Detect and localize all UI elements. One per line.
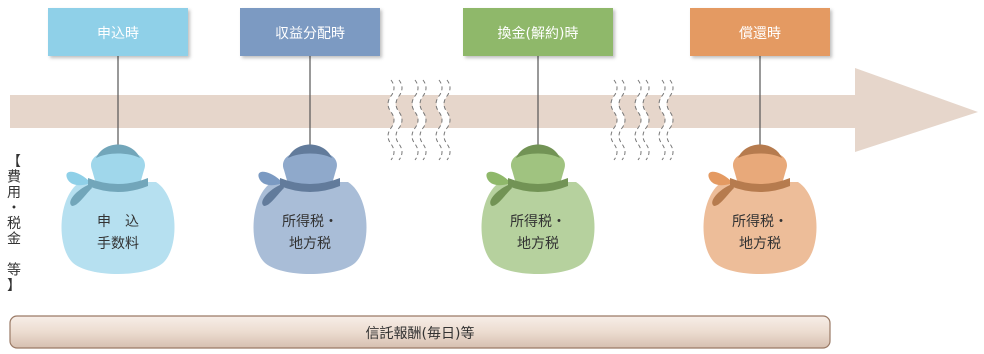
side-label-char: 】 xyxy=(7,278,21,294)
side-label-fees-taxes: 【費用・税金等】 xyxy=(7,154,21,294)
money-bag-band xyxy=(280,178,340,192)
bottom-bar xyxy=(9,315,831,349)
money-bag-neck xyxy=(283,151,337,184)
money-bag-top xyxy=(516,144,560,158)
money-bag-icon xyxy=(61,144,175,274)
break-mark-line xyxy=(610,79,618,161)
money-bag-top xyxy=(738,144,782,158)
money-bag-body xyxy=(703,182,817,274)
bag-label-line: 所得税・ xyxy=(732,213,788,230)
break-mark-line xyxy=(634,79,642,161)
stage-label-box xyxy=(240,8,380,56)
money-bag-band xyxy=(508,178,568,192)
money-bag-tie xyxy=(712,184,734,206)
break-mark-line xyxy=(387,79,395,161)
money-bag-band xyxy=(88,178,148,192)
money-bag-tie xyxy=(66,171,88,186)
break-mark-gap xyxy=(388,77,402,163)
stage-label-box xyxy=(463,8,613,56)
bag-label-line: 所得税・ xyxy=(282,213,338,230)
money-bag-icon xyxy=(481,144,595,274)
money-bag-top xyxy=(96,144,140,158)
money-bag-tie xyxy=(490,184,512,206)
money-bag-tie xyxy=(258,171,280,186)
break-mark-gap xyxy=(412,77,426,163)
stage-label-box xyxy=(690,8,830,56)
stage-label: 償還時 xyxy=(739,26,781,42)
side-label-char: ・ xyxy=(7,201,21,217)
stage-label: 換金(解約)時 xyxy=(498,26,579,42)
money-bag-body xyxy=(61,182,175,274)
bag-label-line: 手数料 xyxy=(97,236,139,252)
stage-label: 申込時 xyxy=(97,26,139,42)
bag-label-line: 所得税・ xyxy=(510,213,566,230)
bag-label-line: 地方税 xyxy=(289,236,331,252)
money-bag-tie xyxy=(708,171,730,186)
stage-label: 収益分配時 xyxy=(275,26,345,42)
money-bag-icon xyxy=(703,144,817,274)
money-bag-top xyxy=(288,144,332,158)
money-bag-icon xyxy=(253,144,367,274)
timeline-break-marks xyxy=(387,77,674,163)
break-mark-gap xyxy=(635,77,649,163)
side-label-char: 金 xyxy=(7,232,21,248)
money-bag-neck xyxy=(511,151,565,184)
break-mark-line xyxy=(395,79,403,161)
money-bag-band xyxy=(730,178,790,192)
bag-label-line: 申 込 xyxy=(97,214,139,230)
money-bag-body xyxy=(481,182,595,274)
break-mark-line xyxy=(443,79,451,161)
side-label-char: 用 xyxy=(7,185,21,201)
stage-label-box xyxy=(48,8,188,56)
break-mark-line xyxy=(666,79,674,161)
money-bag-tie xyxy=(70,184,92,206)
timeline-arrow xyxy=(10,68,978,152)
money-bag-body xyxy=(253,182,367,274)
break-mark-line xyxy=(658,79,666,161)
break-mark-line xyxy=(642,79,650,161)
break-mark-line xyxy=(411,79,419,161)
break-mark-gap xyxy=(611,77,625,163)
bag-label-line: 地方税 xyxy=(517,236,559,252)
money-bag-neck xyxy=(91,151,145,184)
side-label-char: 等 xyxy=(7,262,21,279)
break-mark-gap xyxy=(659,77,673,163)
money-bag-tie xyxy=(262,184,284,206)
side-label-char: 【 xyxy=(7,154,21,170)
side-label-char: 費 xyxy=(7,170,21,186)
break-mark-line xyxy=(419,79,427,161)
money-bag-tie xyxy=(486,171,508,186)
side-label-char: 税 xyxy=(7,216,21,232)
break-mark-gap xyxy=(436,77,450,163)
bag-label-line: 地方税 xyxy=(739,236,781,252)
bottom-bar-label: 信託報酬(毎日)等 xyxy=(366,325,475,342)
break-mark-line xyxy=(618,79,626,161)
break-mark-line xyxy=(435,79,443,161)
money-bag-neck xyxy=(733,151,787,184)
